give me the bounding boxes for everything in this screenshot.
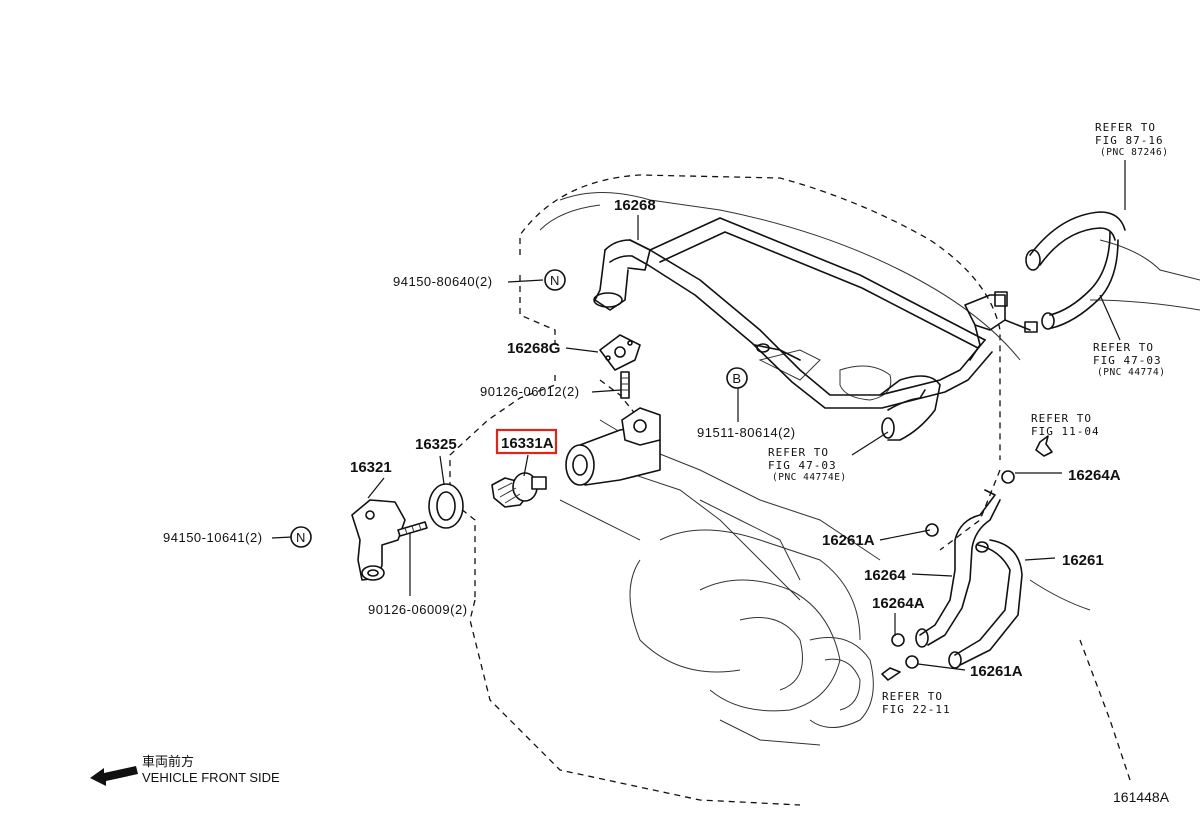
label-16264A-bottom[interactable]: 16264A (872, 595, 925, 612)
label-16331A[interactable]: 16331A (501, 435, 554, 452)
lower-hoses (891, 470, 1023, 669)
svg-text:REFER TO: REFER TO (768, 446, 829, 459)
svg-text:(PNC 44774E): (PNC 44774E) (772, 472, 847, 483)
svg-text:FIG 47-03: FIG 47-03 (768, 459, 837, 472)
engine-body (539, 192, 1200, 746)
label-16321[interactable]: 16321 (350, 459, 392, 476)
svg-text:REFER TO: REFER TO (882, 690, 943, 703)
caption-jp: 車両前方 (142, 754, 194, 769)
leader-lines (271, 160, 1126, 671)
svg-text:(PNC 44774): (PNC 44774) (1097, 367, 1165, 378)
symbol-b: B (726, 367, 748, 389)
refer-22-11[interactable]: REFER TO FIG 22-11 (882, 690, 951, 716)
label-94150-80640[interactable]: 94150-80640(2) (393, 274, 493, 289)
svg-text:(PNC 87246): (PNC 87246) (1100, 147, 1168, 158)
svg-text:B: B (732, 371, 741, 386)
vehicle-front-indicator: 車両前方 VEHICLE FRONT SIDE (90, 754, 280, 786)
radiator-hoses-upper (964, 211, 1126, 361)
refer-47-03-a[interactable]: REFER TO FIG 47-03 (PNC 44774) (1093, 341, 1165, 378)
label-16261[interactable]: 16261 (1062, 552, 1104, 569)
label-16264A-top[interactable]: 16264A (1068, 467, 1121, 484)
svg-text:FIG 47-03: FIG 47-03 (1093, 354, 1162, 367)
bypass-pipe-16268 (593, 217, 993, 409)
symbol-n-1: N (544, 269, 566, 291)
label-94150-10641[interactable]: 94150-10641(2) (163, 530, 263, 545)
svg-text:FIG 22-11: FIG 22-11 (882, 703, 951, 716)
svg-text:REFER TO: REFER TO (1093, 341, 1154, 354)
label-90126-06012[interactable]: 90126-06012(2) (480, 384, 580, 399)
label-16268[interactable]: 16268 (614, 197, 656, 214)
svg-text:N: N (296, 530, 306, 545)
label-16261A-mid[interactable]: 16261A (822, 532, 875, 549)
label-16264[interactable]: 16264 (864, 567, 906, 584)
svg-text:FIG 11-04: FIG 11-04 (1031, 425, 1100, 438)
label-16261A-bottom[interactable]: 16261A (970, 663, 1023, 680)
svg-text:REFER TO: REFER TO (1095, 121, 1156, 134)
stud-90126-06009 (397, 521, 428, 537)
thermostat-16331A (491, 472, 547, 508)
water-inlet-16321 (351, 499, 406, 581)
svg-text:FIG 87-16: FIG 87-16 (1095, 134, 1164, 147)
refer-11-04[interactable]: REFER TO FIG 11-04 (1031, 412, 1100, 438)
label-91511-80614[interactable]: 91511-80614(2) (697, 425, 796, 440)
refer-arrows (881, 435, 1053, 681)
front-arrow-icon (90, 766, 138, 786)
symbol-n-2: N (290, 526, 312, 548)
svg-text:N: N (550, 273, 560, 288)
refer-47-03-b[interactable]: REFER TO FIG 47-03 (PNC 44774E) (768, 446, 847, 483)
heater-hose (754, 343, 941, 441)
label-16268G[interactable]: 16268G (507, 340, 560, 357)
label-16325[interactable]: 16325 (415, 436, 457, 453)
stud-90126-06012 (620, 371, 630, 399)
gasket-16325 (428, 483, 464, 529)
water-outlet-housing (565, 407, 661, 486)
caption-en: VEHICLE FRONT SIDE (142, 770, 280, 785)
label-90126-06009[interactable]: 90126-06009(2) (368, 602, 468, 617)
highlight-box (495, 428, 558, 455)
svg-text:REFER TO: REFER TO (1031, 412, 1092, 425)
refer-87-16[interactable]: REFER TO FIG 87-16 (PNC 87246) (1095, 121, 1168, 158)
figure-id: 161448A (1113, 789, 1170, 805)
gasket-16268G (599, 334, 641, 371)
